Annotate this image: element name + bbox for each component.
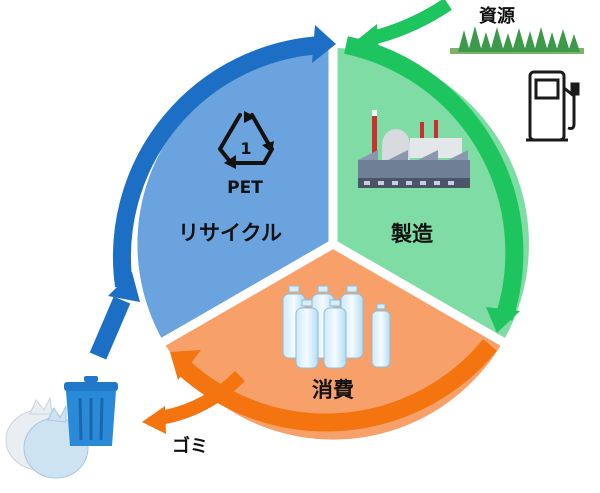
plastic-bottles-icon (282, 285, 391, 369)
factory-icon (358, 110, 470, 188)
sector-dividers (153, 40, 513, 350)
consumption-label: 消費 (312, 378, 354, 402)
recycle-label: リサイクル (178, 221, 282, 245)
forest-icon (450, 26, 584, 54)
waste-label: ゴミ (172, 435, 208, 457)
garbage-bags-icon (5, 396, 89, 479)
pet-recycle-symbol-icon (218, 111, 274, 169)
waste-outflow-arrow (142, 370, 245, 434)
trash-can-icon (64, 376, 118, 446)
waste-to-recycle-arrow (89, 272, 140, 360)
pet-code-text: PET (227, 178, 263, 198)
pet-code-number: 1 (240, 139, 251, 158)
resources-inflow-arrow (352, 0, 452, 54)
recycle-arrow (113, 25, 336, 288)
fuel-pump-icon (526, 70, 580, 142)
manufacturing-label: 製造 (390, 222, 434, 246)
resources-label: 資源 (479, 5, 515, 27)
manufacturing-arrow (344, 36, 524, 333)
